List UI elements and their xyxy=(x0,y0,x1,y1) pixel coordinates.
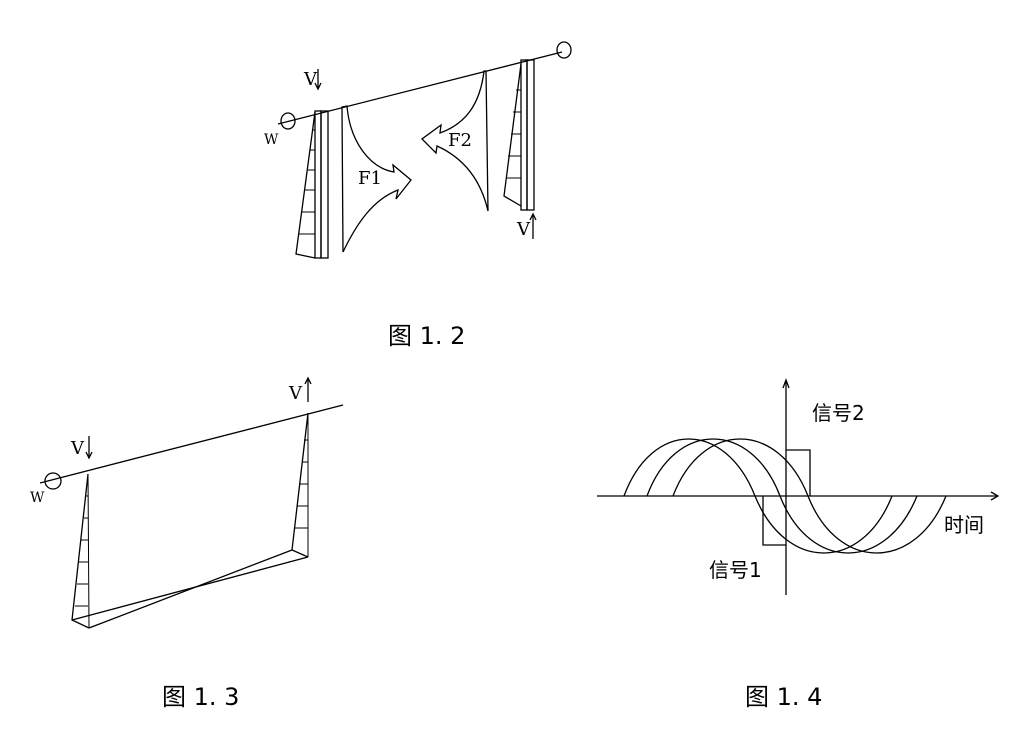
v-arrow-head xyxy=(85,451,93,460)
label-signal-1: 信号1 xyxy=(709,558,762,582)
figure-1-2: V W F1 F2 V 图 1. 2 xyxy=(264,41,572,350)
figure-1-3: V V W 图 1. 3 xyxy=(30,376,344,711)
right-triangle-load xyxy=(291,412,309,558)
force-f1-shape xyxy=(341,105,412,253)
left-disc-inner xyxy=(320,110,329,259)
label-w: W xyxy=(30,490,45,506)
axis-line xyxy=(39,404,344,484)
rotation-marker-left xyxy=(44,472,62,490)
left-vertical xyxy=(87,473,90,629)
vertical-axis-arrowhead xyxy=(782,378,790,389)
left-disc-outer xyxy=(314,110,322,259)
label-v-right: V xyxy=(288,383,303,404)
time-axis-arrowhead xyxy=(990,491,1000,501)
v-arrow-head xyxy=(529,212,537,221)
force-f2-shape xyxy=(421,70,489,212)
label-signal-2: 信号2 xyxy=(812,401,865,425)
caption-fig-1-3: 图 1. 3 xyxy=(162,683,239,711)
figure-1-4: 信号2 信号1 时间 图 1. 4 xyxy=(597,378,1000,711)
right-disc-inner xyxy=(526,59,535,211)
caption-fig-1-4: 图 1. 4 xyxy=(745,683,822,711)
v-arrow-head xyxy=(304,376,312,385)
signal-2-pulse xyxy=(786,449,811,496)
wave-1 xyxy=(623,438,893,554)
left-triangle-load xyxy=(295,111,316,259)
rotation-marker-right xyxy=(556,41,572,59)
label-time: 时间 xyxy=(944,513,984,537)
right-triangle-load xyxy=(503,63,522,207)
rotation-marker-left xyxy=(280,112,296,130)
left-triangle-load xyxy=(71,473,90,629)
label-f1: F1 xyxy=(358,168,382,189)
label-v-bottom: V xyxy=(516,219,531,240)
right-disc-outer xyxy=(520,59,528,211)
crossing-line-2 xyxy=(88,549,293,629)
label-f2: F2 xyxy=(448,130,472,151)
v-arrow-head xyxy=(314,82,322,91)
wave-2 xyxy=(646,438,918,554)
label-v-left: V xyxy=(70,438,85,459)
label-v-top: V xyxy=(303,69,318,90)
label-w: W xyxy=(264,132,279,148)
axis-line xyxy=(277,51,563,125)
wave-3 xyxy=(672,438,947,554)
signal-1-pulse xyxy=(762,496,786,546)
caption-fig-1-2: 图 1. 2 xyxy=(388,322,465,350)
